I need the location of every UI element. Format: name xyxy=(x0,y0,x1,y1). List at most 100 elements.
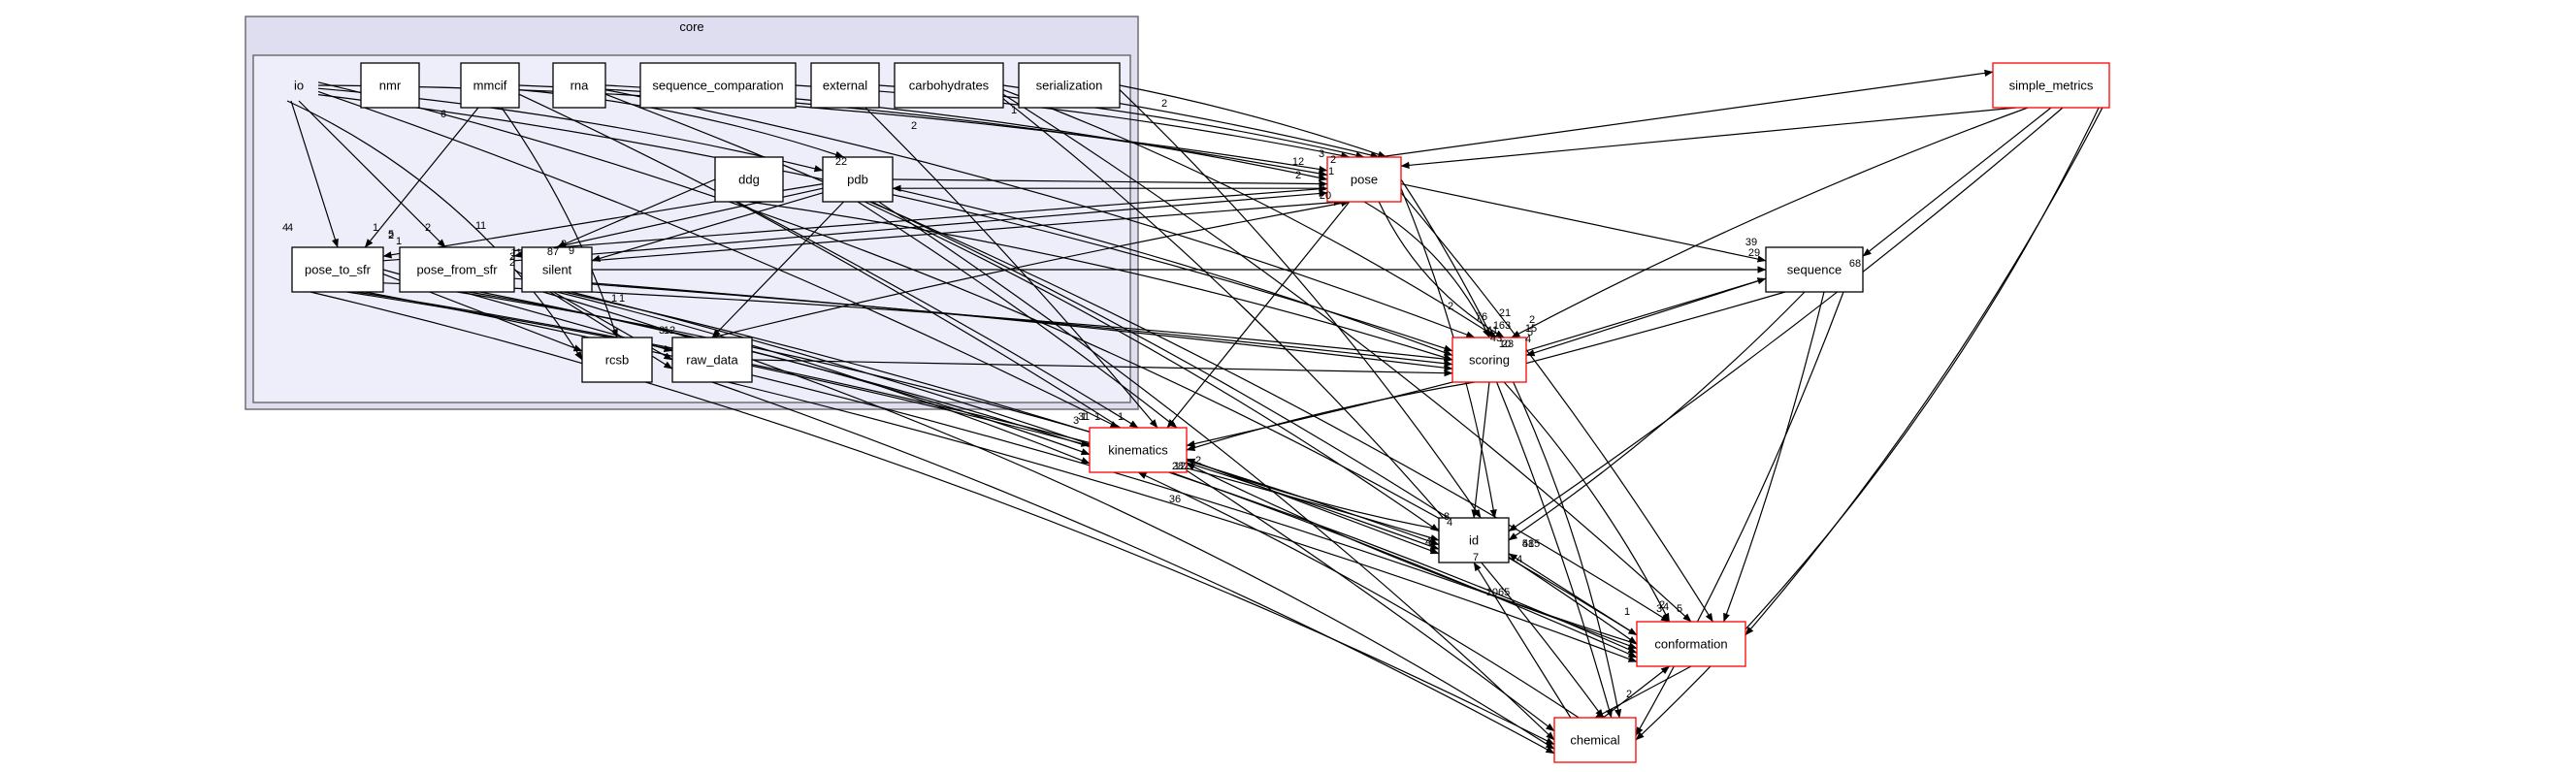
node-label-pose-from-sfr[interactable]: pose_from_sfr xyxy=(416,263,498,277)
edge-count-label[interactable]: 6 xyxy=(440,109,446,120)
edge-count-label[interactable]: 2 xyxy=(509,251,515,263)
edge-count-label[interactable]: 515 xyxy=(1522,538,1540,550)
node-label-kinematics[interactable]: kinematics xyxy=(1108,443,1168,458)
node-label-ddg[interactable]: ddg xyxy=(738,173,760,187)
node-label-simple-metrics[interactable]: simple_metrics xyxy=(2009,79,2094,93)
node-box-rna[interactable] xyxy=(552,62,606,109)
node-label-external[interactable]: external xyxy=(823,79,867,93)
node-chemical[interactable]: chemical xyxy=(1553,717,1637,763)
edge-count-label[interactable]: 1 xyxy=(619,293,625,305)
edge-count-label[interactable]: 2 xyxy=(1448,301,1453,312)
edge-count-label[interactable]: 2 xyxy=(1161,98,1167,110)
edge-count-label[interactable]: 39 xyxy=(1745,237,1757,248)
node-box-serialization[interactable] xyxy=(1018,62,1121,109)
edge-count-label[interactable]: 4 xyxy=(1663,601,1669,613)
edge-count-label[interactable]: 3 xyxy=(1073,415,1079,427)
edge-count-label[interactable]: 1 xyxy=(1081,411,1087,423)
edge-count-label[interactable]: 7 xyxy=(1473,552,1479,563)
node-label-scoring[interactable]: scoring xyxy=(1469,353,1510,368)
node-label-raw-data[interactable]: raw_data xyxy=(686,353,738,368)
node-pose[interactable]: pose xyxy=(1326,156,1402,203)
edge-count-label[interactable]: 1 xyxy=(480,220,486,232)
edge-count-label[interactable]: 48 xyxy=(1522,538,1534,550)
node-id[interactable]: id xyxy=(1438,517,1510,563)
edge-count-label[interactable]: 5 xyxy=(388,229,394,241)
node-label-sequence[interactable]: sequence xyxy=(1787,263,1842,277)
edge-count-label[interactable]: 1 xyxy=(1084,411,1090,423)
node-ddg[interactable]: ddg xyxy=(714,156,784,203)
node-box-sequence[interactable] xyxy=(1765,246,1864,293)
node-sequence[interactable]: sequence xyxy=(1765,246,1864,293)
edge-count-label[interactable]: 7 xyxy=(1428,543,1434,555)
node-box-pdb[interactable] xyxy=(822,156,894,203)
edge-count-label[interactable]: 1 xyxy=(1118,411,1124,423)
node-box-ddg[interactable] xyxy=(714,156,784,203)
edge-count-label[interactable]: 5 xyxy=(1527,327,1533,338)
edge-count-label[interactable]: 20 xyxy=(1320,190,1331,202)
node-box-rcsb[interactable] xyxy=(581,337,653,383)
node-label-serialization[interactable]: serialization xyxy=(1036,79,1103,93)
node-pdb[interactable]: pdb xyxy=(822,156,894,203)
node-simple-metrics[interactable]: simple_metrics xyxy=(1992,62,2110,109)
node-box-pose-from-sfr[interactable] xyxy=(399,246,515,293)
node-nmr[interactable]: nmr xyxy=(360,62,420,109)
edge-count-label[interactable]: 2 xyxy=(509,257,515,269)
node-carbohydrates[interactable]: carbohydrates xyxy=(894,62,1004,109)
edge-count-label[interactable]: 4 xyxy=(282,222,288,234)
node-box-carbohydrates[interactable] xyxy=(894,62,1004,109)
node-box-kinematics[interactable] xyxy=(1089,427,1188,473)
edge-count-label[interactable]: 1 xyxy=(396,236,402,247)
edge-count-label[interactable]: 11 xyxy=(510,247,521,259)
node-box-external[interactable] xyxy=(810,62,880,109)
edge-count-label[interactable]: 3 xyxy=(1319,148,1324,160)
node-box-simple-metrics[interactable] xyxy=(1992,62,2110,109)
edge-count-label[interactable]: 2 xyxy=(1195,455,1201,466)
node-box-nmr[interactable] xyxy=(360,62,420,109)
edge-count-label[interactable]: 76 xyxy=(1476,311,1487,323)
edge-count-label[interactable]: 21 xyxy=(1499,307,1511,319)
node-box-mmcif[interactable] xyxy=(460,62,520,109)
edge-count-label[interactable]: 4 xyxy=(1525,334,1531,345)
node-serialization[interactable]: serialization xyxy=(1018,62,1121,109)
edge-count-label[interactable]: 36 xyxy=(1169,494,1181,505)
node-pose-from-sfr[interactable]: pose_from_sfr xyxy=(399,246,515,293)
edge-count-label[interactable]: 12 xyxy=(1292,156,1304,168)
edge-count-label[interactable]: 4 xyxy=(287,222,293,234)
edge-count-label[interactable]: 1 xyxy=(475,220,481,232)
edge-count-label[interactable]: 87 xyxy=(547,246,559,258)
edge-count-label[interactable]: 3 xyxy=(1656,603,1662,615)
edge-count-label[interactable]: 68 xyxy=(1849,258,1861,270)
node-label-id[interactable]: id xyxy=(1469,533,1479,548)
edge-count-label[interactable]: 2 xyxy=(388,230,394,241)
node-box-conformation[interactable] xyxy=(1636,621,1746,667)
edge-count-label[interactable]: 2 xyxy=(1659,599,1665,611)
edge-count-label[interactable]: 282 xyxy=(1172,461,1190,472)
node-label-nmr[interactable]: nmr xyxy=(379,79,402,93)
edge-count-label[interactable]: 1065 xyxy=(1486,587,1510,598)
edge-count-label[interactable]: 12 xyxy=(664,325,675,337)
edge-count-label[interactable]: 10 xyxy=(1499,338,1511,350)
node-box-raw-data[interactable] xyxy=(671,337,753,383)
edge-count-label[interactable]: 22 xyxy=(835,156,847,168)
node-silent[interactable]: silent xyxy=(521,246,593,293)
edge-count-label[interactable]: 1 xyxy=(1328,166,1334,177)
node-label-silent[interactable]: silent xyxy=(542,263,572,277)
edge-count-label[interactable]: 2 xyxy=(1295,170,1301,181)
edge-count-label[interactable]: 15 xyxy=(1525,323,1537,335)
node-label-mmcif[interactable]: mmcif xyxy=(473,79,507,93)
edge-count-label[interactable]: 1 xyxy=(611,293,617,305)
edge-count-label[interactable]: 1 xyxy=(1011,105,1017,116)
node-label-chemical[interactable]: chemical xyxy=(1570,733,1619,748)
node-label-pdb[interactable]: pdb xyxy=(847,173,868,187)
node-box-pose-to-sfr[interactable] xyxy=(291,246,384,293)
node-box-chemical[interactable] xyxy=(1553,717,1637,763)
edge-count-label[interactable]: 41 xyxy=(1486,325,1498,337)
edge-count-label[interactable]: 3 xyxy=(1078,411,1084,423)
node-pose-to-sfr[interactable]: pose_to_sfr xyxy=(291,246,384,293)
node-mmcif[interactable]: mmcif xyxy=(460,62,520,109)
node-label-sequence-comparation[interactable]: sequence_comparation xyxy=(652,79,783,93)
node-io[interactable]: io xyxy=(279,70,318,101)
node-box-scoring[interactable] xyxy=(1451,337,1527,383)
edge-count-label[interactable]: 1 xyxy=(1321,181,1326,193)
node-label-conformation[interactable]: conformation xyxy=(1654,637,1727,652)
